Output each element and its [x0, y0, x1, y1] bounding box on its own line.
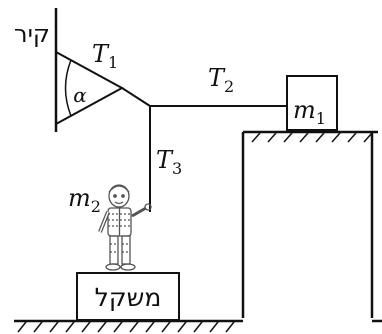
tension-t3-label: T3 — [156, 146, 182, 178]
tension-t2-label: T2 — [208, 64, 234, 96]
block-m1 — [286, 75, 338, 131]
mass-m1-label: m1 — [293, 96, 326, 128]
ropes — [121, 87, 287, 212]
ground — [14, 319, 382, 333]
scale-label: משקל — [95, 283, 162, 312]
person-figure — [98, 184, 152, 271]
tension-t1-label: T1 — [92, 40, 118, 72]
scale — [76, 272, 180, 321]
ground-hatching — [17, 321, 235, 333]
rope-t1 — [121, 87, 151, 107]
angle-label: α — [73, 83, 87, 107]
table-hatching — [251, 132, 373, 143]
wall-label: קיר — [14, 20, 50, 48]
angle-arc — [64, 59, 72, 117]
table — [241, 130, 378, 318]
mass-m2-label: m2 — [68, 184, 101, 216]
